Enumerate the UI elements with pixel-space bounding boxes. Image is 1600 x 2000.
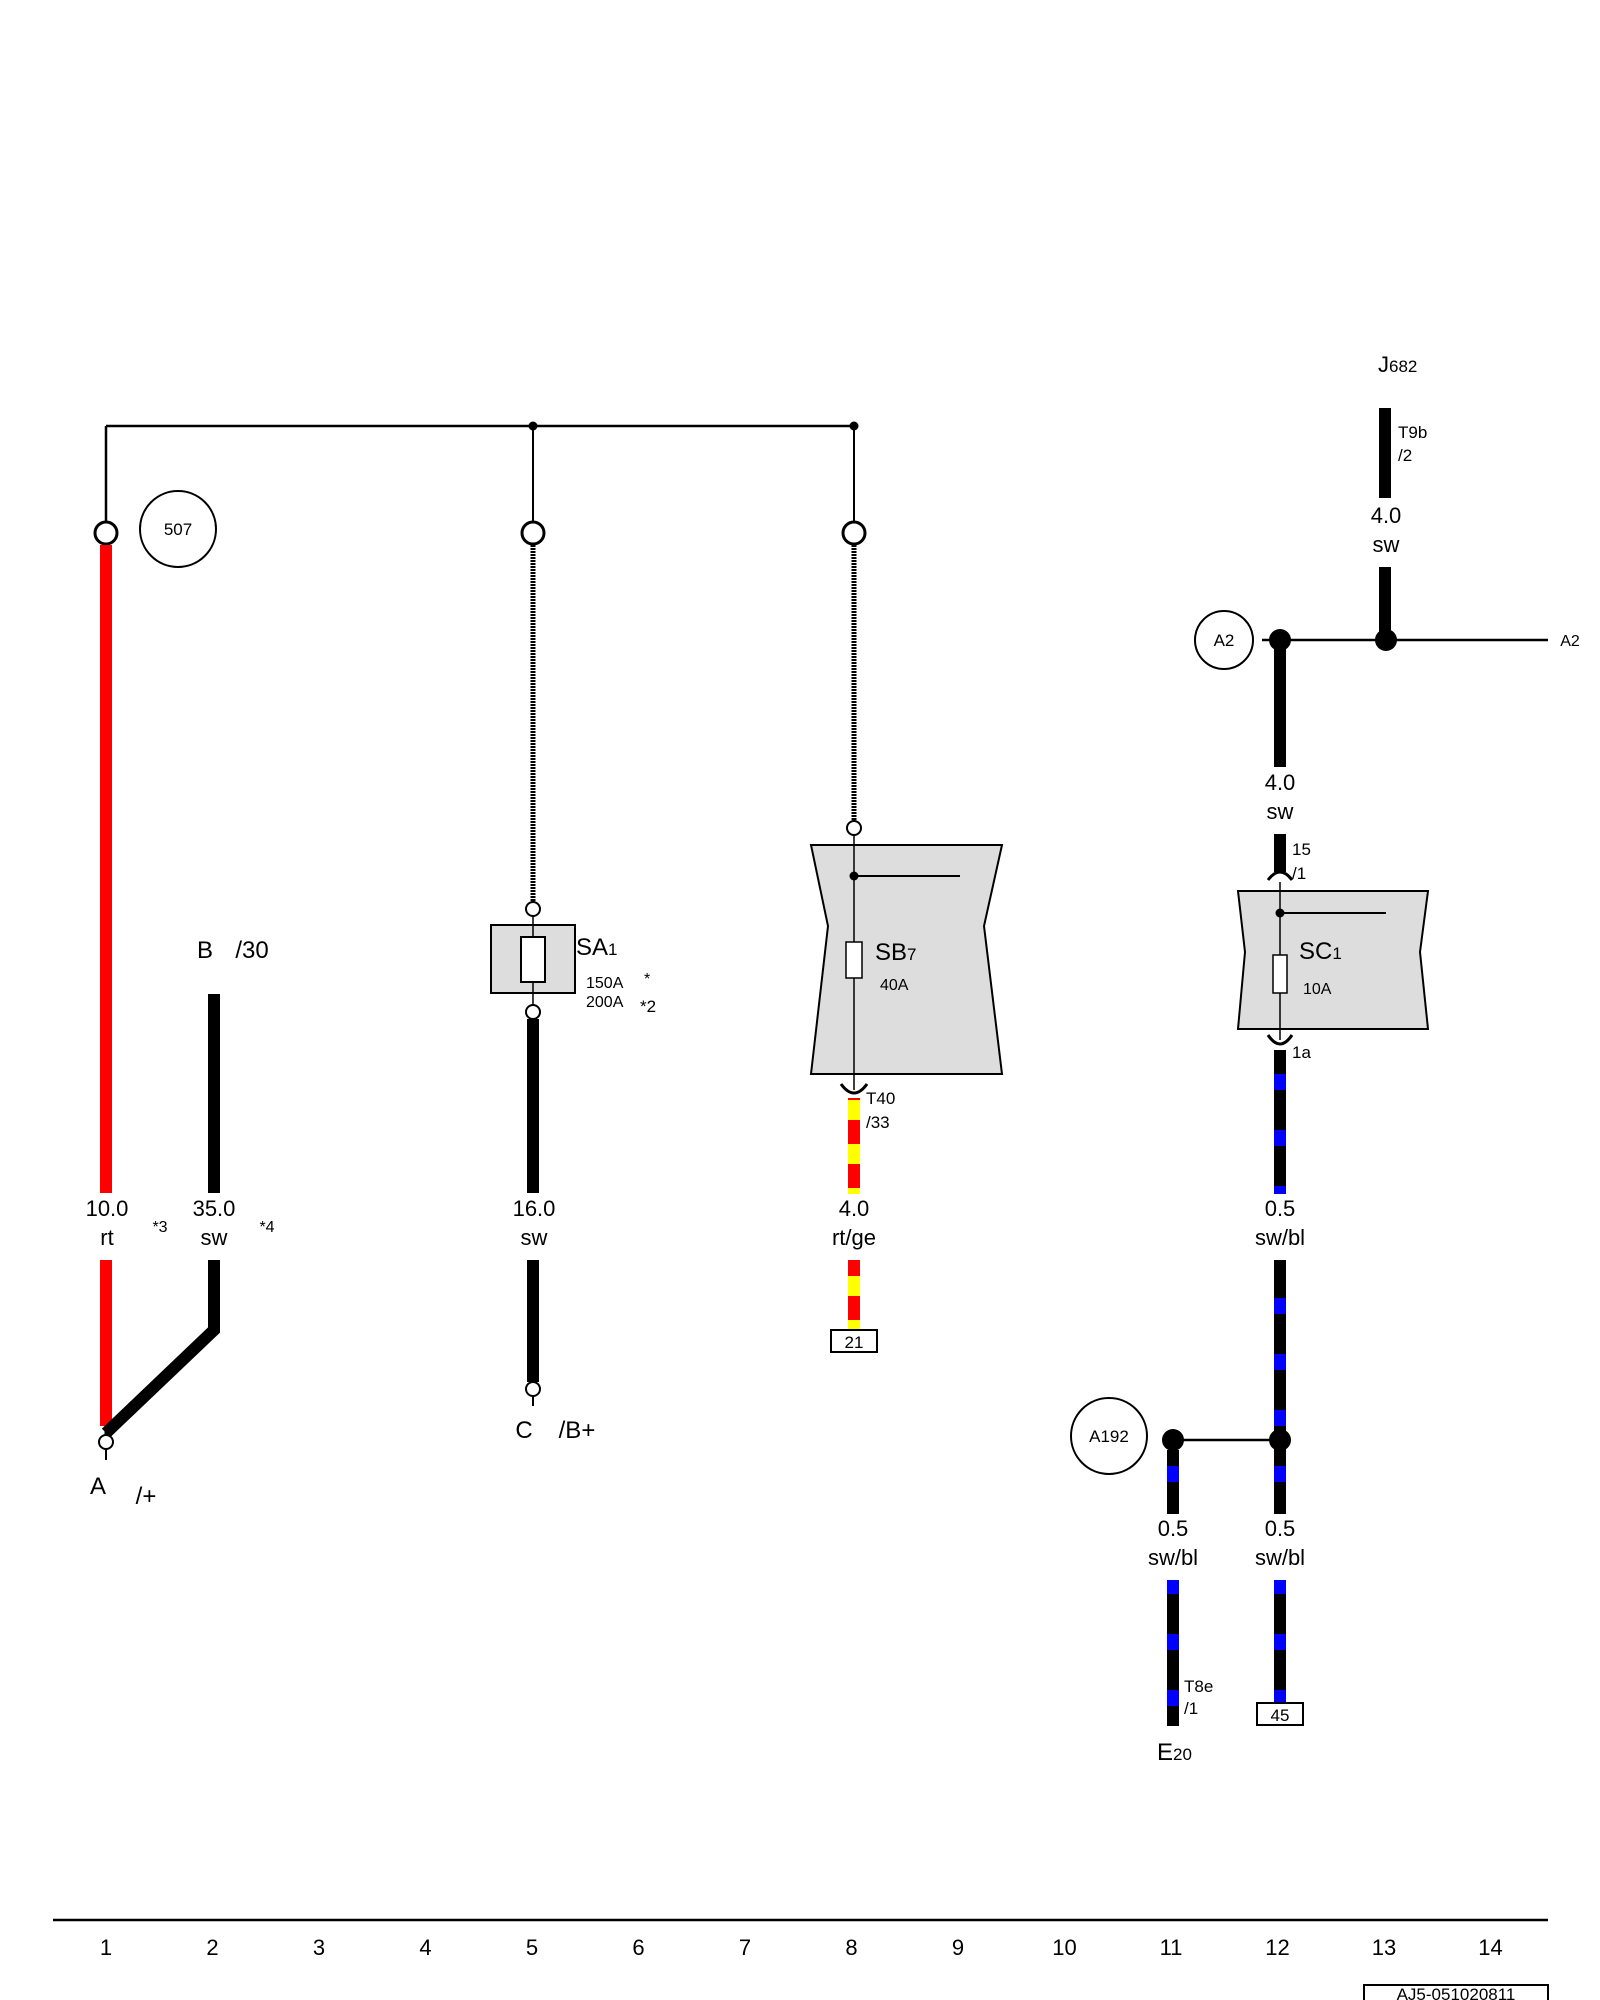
fuse-SC1-rating: 10A — [1303, 981, 1332, 998]
wire-size: 4.0 — [1371, 503, 1402, 528]
ref-box-21 — [830, 1329, 878, 1353]
wire-size: 10.0 — [86, 1196, 129, 1221]
connector-T8e-pin: /1 — [1184, 1699, 1198, 1718]
column-number-3: 3 — [313, 1935, 325, 1960]
ref-code-box — [1363, 1984, 1549, 2000]
connector-C-label: C — [515, 1417, 532, 1444]
component-E20: E20 — [1157, 1739, 1192, 1766]
wire-color: sw — [1267, 799, 1294, 824]
fuse-box-SB — [809, 844, 1004, 1075]
ref-code: AJ5-051020811 — [1397, 1985, 1516, 2000]
column-number-13: 13 — [1372, 1935, 1396, 1960]
wire-color: sw — [1373, 532, 1400, 557]
note-star3: *3 — [152, 1219, 167, 1236]
ref-box-45-label: 45 — [1271, 1706, 1290, 1725]
connector-1a: 1a — [1292, 1043, 1311, 1062]
column-number-2: 2 — [206, 1935, 218, 1960]
connector-T40-pin: /33 — [866, 1113, 890, 1132]
column-number-14: 14 — [1478, 1935, 1502, 1960]
fuse-SC1-symbol — [1272, 954, 1288, 994]
wire-size: 0.5 — [1265, 1516, 1296, 1541]
connector-B-pin: /30 — [235, 937, 268, 964]
ref-box-21-label: 21 — [845, 1333, 864, 1352]
column-number-4: 4 — [419, 1935, 431, 1960]
wire-35-sw: B /30 35.0 sw *4 — [101, 937, 275, 1438]
fuse-SB7-label: SB7 — [875, 939, 916, 966]
note-star4: *4 — [259, 1219, 274, 1236]
wire-size: 35.0 — [193, 1196, 236, 1221]
note-star-1: * — [644, 971, 650, 988]
wire-size: 16.0 — [513, 1196, 556, 1221]
column-number-5: 5 — [526, 1935, 538, 1960]
fuse-box-SC — [1236, 890, 1430, 1030]
wire-color: sw/bl — [1148, 1545, 1198, 1570]
note-star-2: *2 — [640, 997, 656, 1016]
fuse-SA1-symbol — [520, 936, 546, 983]
terminal-A — [98, 1434, 114, 1450]
column-number-12: 12 — [1265, 1935, 1289, 1960]
ref-A192 — [1070, 1397, 1148, 1475]
connector-T9b: T9b — [1398, 423, 1427, 442]
terminal-top-8 — [841, 520, 867, 546]
fuse-SA1-label: SA1 — [576, 934, 617, 961]
fuse-SC1-label: SC1 — [1299, 938, 1342, 965]
junction-A2 — [1262, 629, 1548, 651]
column-number-7: 7 — [739, 1935, 751, 1960]
column-number-1: 1 — [100, 1935, 112, 1960]
junction-A192 — [1162, 1429, 1291, 1451]
column-number-10: 10 — [1052, 1935, 1076, 1960]
wire-size: 4.0 — [839, 1196, 870, 1221]
wire-col11: 0.5 sw/bl — [1148, 1450, 1198, 1726]
ref-A2-label: A2 — [1214, 631, 1235, 650]
column-number-8: 8 — [845, 1935, 857, 1960]
wire-16-sw: 16.0 sw — [490, 520, 576, 1406]
connector-C-pin: /B+ — [559, 1417, 596, 1444]
wire-col12: 4.0 sw 0.5 sw/bl 0.5 sw/bl — [1236, 640, 1430, 1702]
wire-color: sw/bl — [1255, 1225, 1305, 1250]
terminal-top-1 — [93, 520, 119, 546]
component-J682: J682 — [1378, 352, 1417, 377]
connector-15-pin: /1 — [1292, 864, 1306, 883]
wire-4-rtge: 4.0 rt/ge — [809, 520, 1004, 1332]
fuse-SA1-rating-150: 150A — [586, 975, 624, 992]
wire-10-rt: 10.0 rt *3 — [86, 520, 168, 1440]
wire-color: sw/bl — [1255, 1545, 1305, 1570]
ref-A192-label: A192 — [1089, 1427, 1129, 1446]
wire-color: rt/ge — [832, 1225, 876, 1250]
wire-size: 0.5 — [1265, 1196, 1296, 1221]
wire-size: 4.0 — [1265, 770, 1296, 795]
connector-B-label: B — [197, 937, 213, 964]
ground-ref-label: 507 — [164, 520, 192, 539]
column-number-11: 11 — [1160, 1935, 1183, 1960]
connector-T9b-pin: /2 — [1398, 446, 1412, 465]
wire-color: sw — [201, 1225, 228, 1250]
fuse-SB7-symbol — [845, 941, 863, 979]
wire-color: sw — [521, 1225, 548, 1250]
ref-A2-continue: A2 — [1560, 633, 1580, 650]
connector-15: 15 — [1292, 840, 1311, 859]
wire-j682-top — [1379, 408, 1391, 498]
fuse-SA1-rating-200: 200A — [586, 994, 624, 1011]
connector-A-pin: /+ — [136, 1483, 157, 1510]
connector-T40: T40 — [866, 1089, 895, 1108]
wire-size: 0.5 — [1158, 1516, 1189, 1541]
terminal-top-5 — [520, 520, 546, 546]
ref-A2 — [1194, 610, 1254, 670]
column-number-9: 9 — [952, 1935, 964, 1960]
ground-ref-507 — [139, 490, 217, 568]
connector-T8e: T8e — [1184, 1677, 1213, 1696]
wire-j682-bottom — [1379, 567, 1391, 640]
ref-box-45 — [1256, 1702, 1304, 1726]
fuse-SB7-rating: 40A — [880, 977, 909, 994]
top-bus — [104, 421, 859, 523]
wire-color: rt — [100, 1225, 113, 1250]
connector-A-label: A — [90, 1473, 106, 1500]
column-number-6: 6 — [632, 1935, 644, 1960]
